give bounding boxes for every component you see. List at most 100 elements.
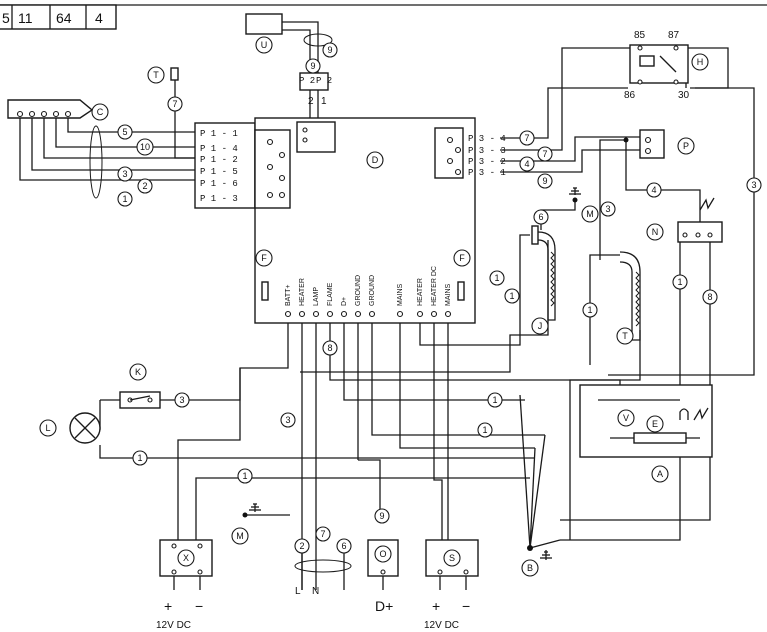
ground-m-left xyxy=(249,503,261,512)
component-u: P 2 P 2 2 1 xyxy=(245,13,332,107)
p2-label: P 2 xyxy=(299,76,315,86)
wire-number: 3 xyxy=(751,180,756,190)
label-n: N xyxy=(652,227,659,237)
supply-voltage-left: 12V DC xyxy=(156,620,191,631)
wire-number: 3 xyxy=(179,395,184,405)
header-ref-part: 5 xyxy=(2,10,10,26)
pin-label: GROUND xyxy=(369,275,376,306)
wire-number: 7 xyxy=(320,529,325,539)
p1-pin-label: P 1 - 1 xyxy=(200,129,238,139)
label-b: B xyxy=(527,563,533,573)
header-ref-part: 11 xyxy=(18,10,33,26)
pin-label: HEATER xyxy=(299,278,306,306)
wire-number: 1 xyxy=(677,277,682,287)
lamp-l xyxy=(69,412,101,444)
supply-plus-left: + xyxy=(164,598,172,614)
mains-n: N xyxy=(312,586,319,597)
pin-label: HEATER DC xyxy=(431,266,438,306)
label-u: U xyxy=(261,40,268,50)
label-d: D xyxy=(372,155,379,165)
glow-plug-j xyxy=(531,225,556,321)
fuse-k xyxy=(119,391,161,409)
wire-number: 1 xyxy=(122,194,127,204)
label-j: J xyxy=(538,321,543,331)
wire-number: 9 xyxy=(310,61,315,71)
wire-number: 7 xyxy=(524,133,529,143)
label-m-left: M xyxy=(236,531,244,541)
pin-label: MAINS xyxy=(445,284,452,307)
supply-x xyxy=(159,539,213,590)
wire-number: 8 xyxy=(707,292,712,302)
wire-number: 1 xyxy=(492,395,497,405)
header-ref-part: 64 xyxy=(56,10,72,26)
wire-number: 9 xyxy=(327,45,332,55)
pin-label: MAINS xyxy=(397,284,404,307)
wire-number: 2 xyxy=(142,181,147,191)
label-l: L xyxy=(45,423,50,433)
wire-number: 6 xyxy=(538,212,543,222)
wire-number: 1 xyxy=(482,425,487,435)
p3-pin-label: P 3 - 1 xyxy=(468,168,506,178)
p2-pin-number: 2 xyxy=(308,96,314,107)
wire-number: 7 xyxy=(542,149,547,159)
wire-number: 10 xyxy=(140,142,150,152)
supply-voltage-right: 12V DC xyxy=(424,620,459,631)
p1-pin-label: P 1 - 2 xyxy=(200,155,238,165)
label-s: S xyxy=(449,553,455,563)
component-p xyxy=(639,129,665,159)
ground-m-top xyxy=(569,187,581,203)
p1-pin-label: P 1 - 3 xyxy=(200,194,238,204)
label-v: V xyxy=(623,413,629,423)
wire-number: 3 xyxy=(605,204,610,214)
wire-number: 2 xyxy=(299,541,304,551)
supply-minus-right: − xyxy=(462,598,470,614)
label-k: K xyxy=(135,367,141,377)
label-t-top: T xyxy=(153,70,159,80)
connector-p1: P 1 - 1 P 1 - 4 P 1 - 2 P 1 - 5 P 1 - 6 … xyxy=(194,122,256,209)
mains-l: L xyxy=(295,586,301,597)
p1-pin-label: P 1 - 6 xyxy=(200,179,238,189)
header-ref-part: 4 xyxy=(95,10,103,26)
p2-label: P 2 xyxy=(316,76,332,86)
wire-number: 1 xyxy=(242,471,247,481)
p3-pin-label: P 3 - 2 xyxy=(468,157,506,167)
assembly-a xyxy=(579,384,713,458)
ground-b xyxy=(540,550,552,560)
label-m-top: M xyxy=(586,209,594,219)
wire-number: 1 xyxy=(509,291,514,301)
label-h: H xyxy=(697,57,704,67)
wire-number: 9 xyxy=(379,511,384,521)
wire-number: 5 xyxy=(122,127,127,137)
wire-number: 3 xyxy=(122,169,127,179)
relay-pin-86: 86 xyxy=(624,90,636,101)
label-o: O xyxy=(379,549,386,559)
wire-number: 8 xyxy=(327,343,332,353)
supply-minus-left: − xyxy=(195,598,203,614)
component-labels: C T U D F F H P N M J T K L V E A M X O … xyxy=(39,36,709,577)
pin-label: FLAME xyxy=(327,282,334,306)
p3-pin-label: P 3 - 4 xyxy=(468,134,506,144)
p1-pin-label: P 1 - 4 xyxy=(200,144,238,154)
relay-h: 85 87 86 30 xyxy=(624,30,690,101)
wire-number: 4 xyxy=(651,185,656,195)
component-n xyxy=(677,197,723,243)
connector-p3: P 3 - 4 P 3 - 3 P 3 - 2 P 3 - 1 xyxy=(468,134,506,178)
pin-label: HEATER xyxy=(417,278,424,306)
wire-number: 9 xyxy=(542,176,547,186)
header-reference: 5 11 64 4 xyxy=(0,4,767,30)
wire-number: 1 xyxy=(494,273,499,283)
wire-number: 7 xyxy=(172,99,177,109)
wire-number: 1 xyxy=(137,453,142,463)
label-e: E xyxy=(652,419,658,429)
wire-number: 6 xyxy=(341,541,346,551)
p1-pin-label: P 1 - 5 xyxy=(200,167,238,177)
label-f-left: F xyxy=(261,253,267,263)
label-x: X xyxy=(183,553,189,563)
label-c: C xyxy=(97,107,104,117)
pin-label: BATT+ xyxy=(285,285,292,306)
supply-plus-right: + xyxy=(432,598,440,614)
wire-number: 4 xyxy=(524,159,529,169)
pin-label: LAMP xyxy=(313,287,320,306)
p3-pin-label: P 3 - 3 xyxy=(468,146,506,156)
